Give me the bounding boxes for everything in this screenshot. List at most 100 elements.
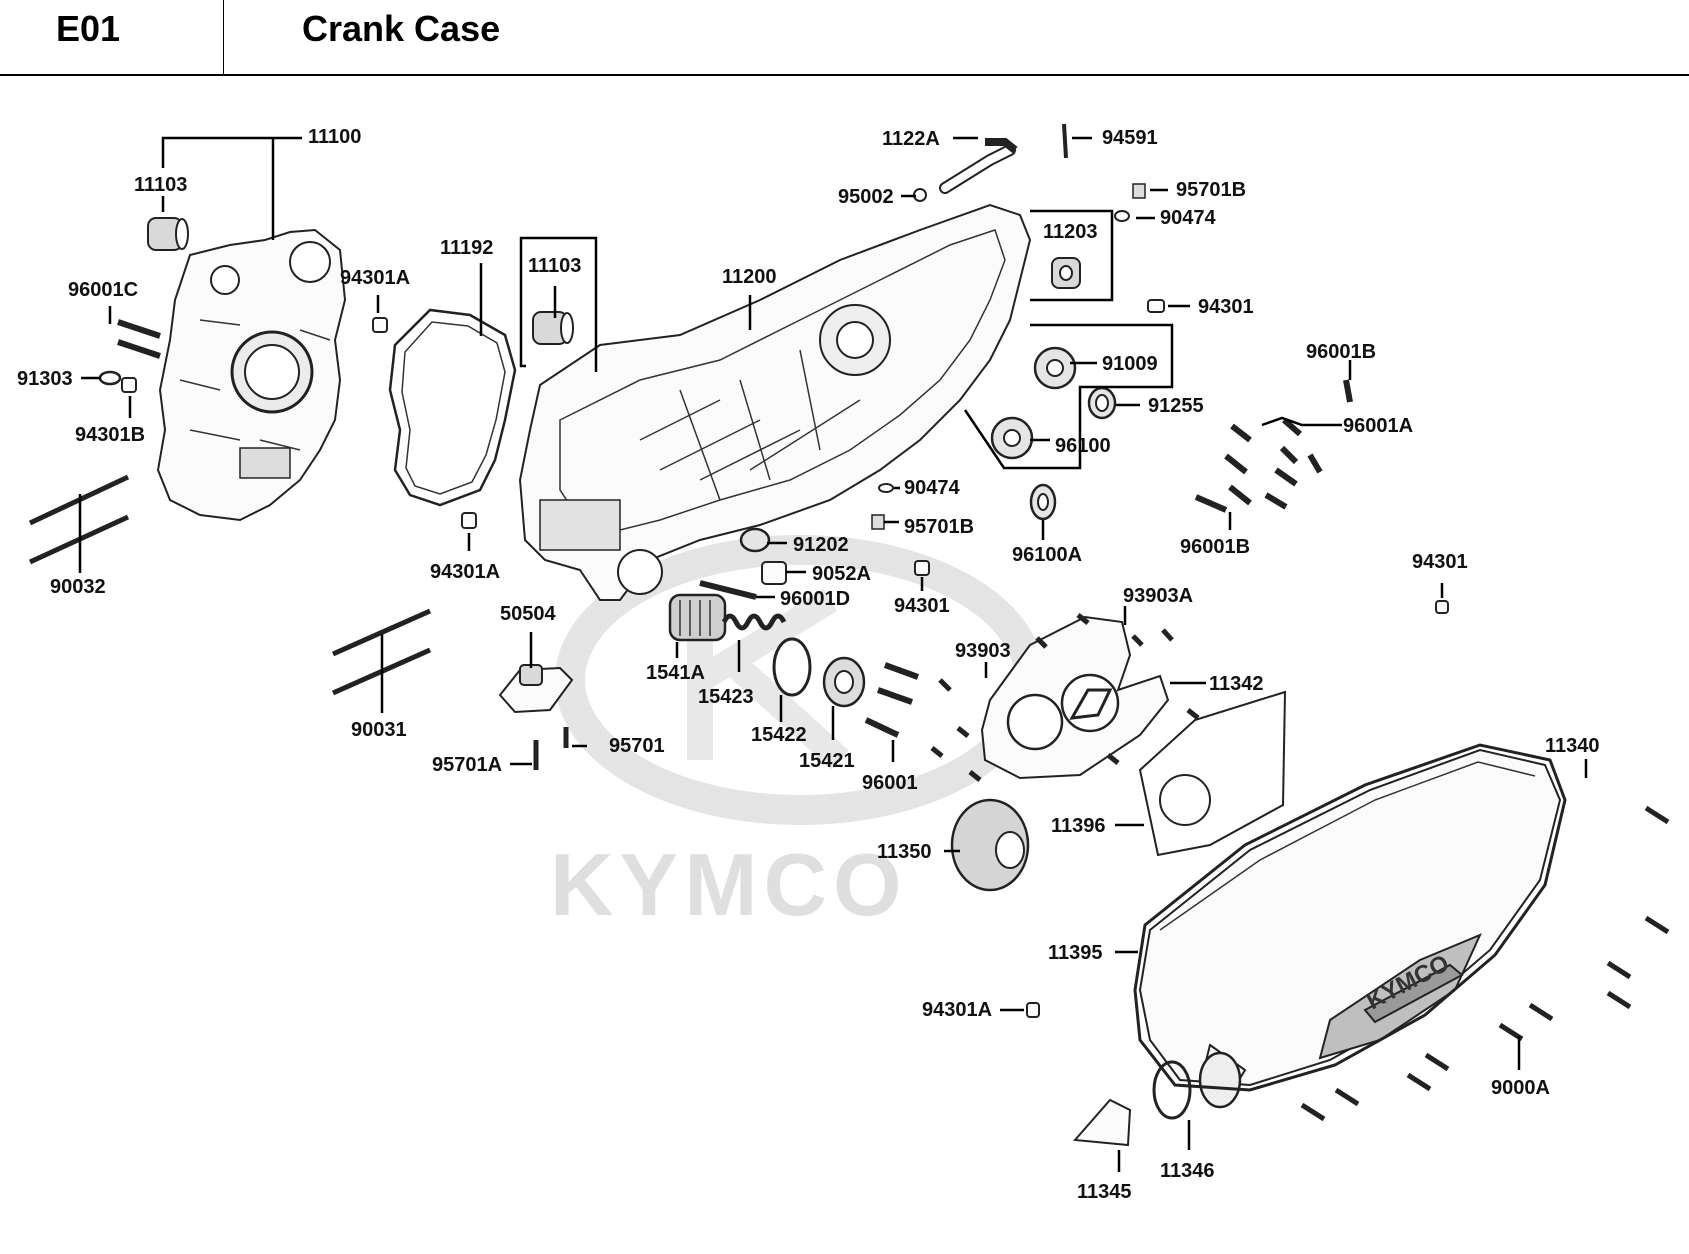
sensor-bracket-part [498, 664, 574, 714]
part-label: 90031 [351, 719, 407, 741]
part-label: 1541A [646, 662, 705, 684]
part-label: 91255 [1148, 395, 1204, 417]
bolt-part [699, 580, 757, 600]
page-title: Crank Case [302, 8, 501, 49]
dowel-part [461, 512, 477, 529]
dowel-part [1026, 1002, 1040, 1018]
part-label: 96001B [1180, 536, 1250, 558]
part-label: 9052A [812, 563, 871, 585]
part-label: 96100A [1012, 544, 1082, 566]
leader-lines [78, 136, 1588, 1172]
part-label: 1122A [882, 128, 940, 150]
page-header: E01 Crank Case [0, 0, 1689, 76]
part-label: 94591 [1102, 127, 1158, 149]
bearing-holder-part [950, 798, 1030, 892]
bearing-part [1033, 346, 1077, 390]
part-label: 94301 [894, 595, 950, 617]
part-label: 95701B [1176, 179, 1246, 201]
part-label: 11192 [440, 237, 493, 259]
outer-cover-part [1138, 748, 1562, 1109]
bolt-part [1132, 183, 1146, 199]
part-label: 11203 [1043, 221, 1098, 243]
part-label: 91303 [17, 368, 73, 390]
oil-strainer-part [668, 593, 727, 642]
dowel-part [1147, 299, 1165, 313]
bolt-part [871, 514, 885, 530]
dowel-part [914, 560, 930, 576]
part-label: 90474 [904, 477, 960, 499]
part-label: 96001B [1306, 341, 1376, 363]
bolt-group-part [864, 662, 920, 738]
header-divider [223, 0, 224, 76]
part-label: 15422 [751, 724, 807, 746]
section-code: E01 [56, 8, 121, 49]
part-label: 11346 [1160, 1160, 1215, 1182]
oring-part [98, 370, 122, 386]
left-crankcase-part [156, 228, 347, 522]
part-label: 91009 [1102, 353, 1158, 375]
part-label: 96100 [1055, 435, 1111, 457]
right-crankcase-part [518, 203, 1032, 601]
spring-part [721, 613, 787, 631]
dowel-part [1435, 600, 1449, 614]
gasket-inner-line [401, 321, 506, 495]
part-label: 96001A [1343, 415, 1413, 437]
part-label: 96001C [68, 279, 138, 301]
watermark-text: KYMCO [550, 835, 908, 934]
part-label: 95701B [904, 516, 974, 538]
bearing-part [1029, 483, 1057, 521]
intake-cap-part [1072, 1098, 1132, 1147]
washer-part [1114, 210, 1130, 222]
oring-part [772, 637, 812, 697]
hose-clamp-part [1152, 1060, 1192, 1120]
part-label: 11342 [1209, 673, 1264, 695]
oil-seal-part [1087, 386, 1117, 420]
part-label: 93903 [955, 640, 1011, 662]
part-label: 94301A [922, 999, 992, 1021]
part-label: 94301B [75, 424, 145, 446]
part-label: 50504 [500, 603, 556, 625]
drain-plug-part [761, 561, 787, 585]
part-label: 11396 [1051, 815, 1106, 837]
part-label: 9000A [1491, 1077, 1550, 1099]
bolt-part [117, 319, 161, 359]
part-labels: 11100 11103 96001C 91303 94301B 90032 94… [17, 126, 1600, 1203]
part-label: 11103 [528, 255, 581, 277]
bushing-part [147, 217, 189, 251]
oil-seal-part [739, 527, 771, 553]
bearing-part [990, 416, 1034, 460]
part-label: 96001 [862, 772, 918, 794]
gasket-plate-part [1138, 690, 1287, 857]
washer-part [878, 483, 894, 493]
cover-gasket-part [1133, 743, 1567, 1092]
part-label: 94301 [1412, 551, 1468, 573]
screw-group-part [930, 613, 1200, 782]
part-label: 95002 [838, 186, 894, 208]
part-label: 11200 [722, 266, 777, 288]
gasket-part [388, 308, 517, 507]
dowel-part [121, 377, 137, 393]
part-label: 15423 [698, 686, 754, 708]
part-label: 11103 [134, 174, 187, 196]
dowel-part [372, 317, 388, 333]
part-label: 11345 [1077, 1181, 1132, 1203]
part-label: 94301A [340, 267, 410, 289]
kymco-watermark: KYMCO [550, 535, 1045, 934]
part-label: 11100 [308, 126, 361, 148]
bolt-group-part [1194, 379, 1353, 513]
part-label: 93903A [1123, 585, 1193, 607]
part-label: 11350 [877, 841, 932, 863]
part-label: 94301A [430, 561, 500, 583]
bushing-part [1051, 257, 1081, 289]
part-label: 91202 [793, 534, 849, 556]
part-label: 95701 [609, 735, 665, 757]
part-label: 90032 [50, 576, 106, 598]
screw-group-part [1300, 805, 1670, 1122]
part-label: 90474 [1160, 207, 1216, 229]
part-label: 94301 [1198, 296, 1254, 318]
bushing-part [532, 311, 574, 345]
part-label: 95701A [432, 754, 502, 776]
pin-part [1062, 123, 1068, 159]
part-label: 15421 [799, 750, 855, 772]
